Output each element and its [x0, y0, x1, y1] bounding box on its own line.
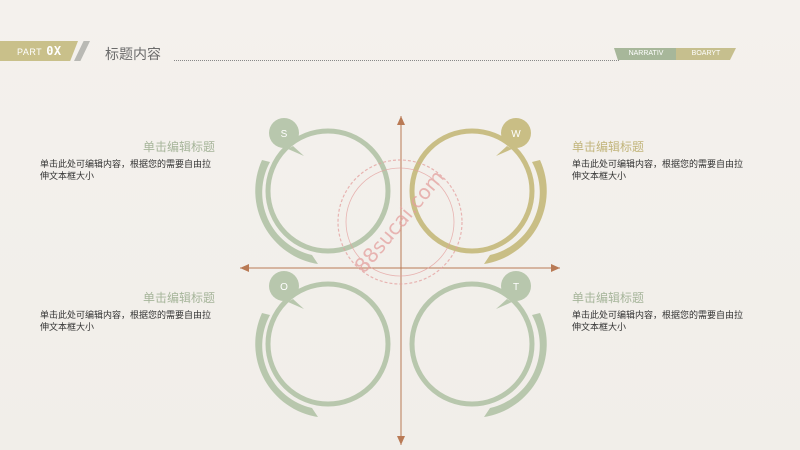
part-badge	[0, 41, 78, 61]
watermark-text: 88sucai.com	[349, 165, 449, 277]
heading-t: 单击编辑标题	[572, 291, 645, 305]
badge-o	[269, 271, 299, 301]
swoosh-t	[484, 313, 547, 417]
title-underline	[174, 60, 619, 61]
text-block-o: 单击编辑标题 单击此处可编辑内容，根据您的需要自由拉伸文本框大小	[40, 289, 215, 334]
swoosh-w	[484, 160, 547, 264]
body-w: 单击此处可编辑内容，根据您的需要自由拉伸文本框大小	[572, 160, 744, 182]
badge-t	[501, 271, 531, 301]
badge-w	[501, 118, 531, 148]
quadrant-o: O	[255, 271, 391, 417]
swoosh-s	[255, 160, 318, 264]
text-block-s: 单击编辑标题 单击此处可编辑内容，根据您的需要自由拉伸文本框大小	[40, 138, 215, 183]
ring-s	[265, 128, 391, 254]
watermark-stamp: 88sucai.com	[337, 159, 463, 285]
ring-w	[409, 128, 535, 254]
part-number: 0X	[46, 44, 62, 58]
tag-narrativ: NARRATIV	[614, 48, 678, 60]
heading-w: 单击编辑标题	[572, 140, 645, 154]
swoosh-o	[255, 313, 318, 417]
body-o: 单击此处可编辑内容，根据您的需要自由拉伸文本框大小	[40, 311, 212, 333]
page-title: 标题内容	[105, 47, 161, 63]
right-arrow-icon	[551, 264, 560, 272]
letter-t: T	[513, 282, 519, 293]
text-block-w: 单击编辑标题 单击此处可编辑内容，根据您的需要自由拉伸文本框大小	[572, 138, 747, 183]
down-arrow-icon	[397, 436, 405, 445]
heading-s: 单击编辑标题	[142, 140, 215, 154]
part-word: PART	[17, 47, 43, 57]
up-arrow-icon	[397, 116, 405, 125]
body-t: 单击此处可编辑内容，根据您的需要自由拉伸文本框大小	[572, 311, 744, 333]
letter-s: S	[281, 129, 288, 140]
ring-t	[409, 281, 535, 407]
letter-o: O	[280, 282, 288, 293]
letter-w: W	[511, 129, 521, 140]
quadrant-s: S	[255, 118, 391, 264]
tag-boaryt: BOARYT	[676, 48, 736, 60]
heading-o: 单击编辑标题	[142, 291, 215, 305]
left-arrow-icon	[240, 264, 249, 272]
axes	[240, 116, 560, 445]
ring-o	[265, 281, 391, 407]
body-s: 单击此处可编辑内容，根据您的需要自由拉伸文本框大小	[40, 160, 212, 182]
text-block-t: 单击编辑标题 单击此处可编辑内容，根据您的需要自由拉伸文本框大小	[572, 289, 747, 334]
quadrant-t: T	[409, 271, 547, 417]
quadrant-w: W	[409, 118, 547, 264]
badge-s	[269, 118, 299, 148]
swot-diagram: S W O T 88suca	[240, 116, 560, 445]
